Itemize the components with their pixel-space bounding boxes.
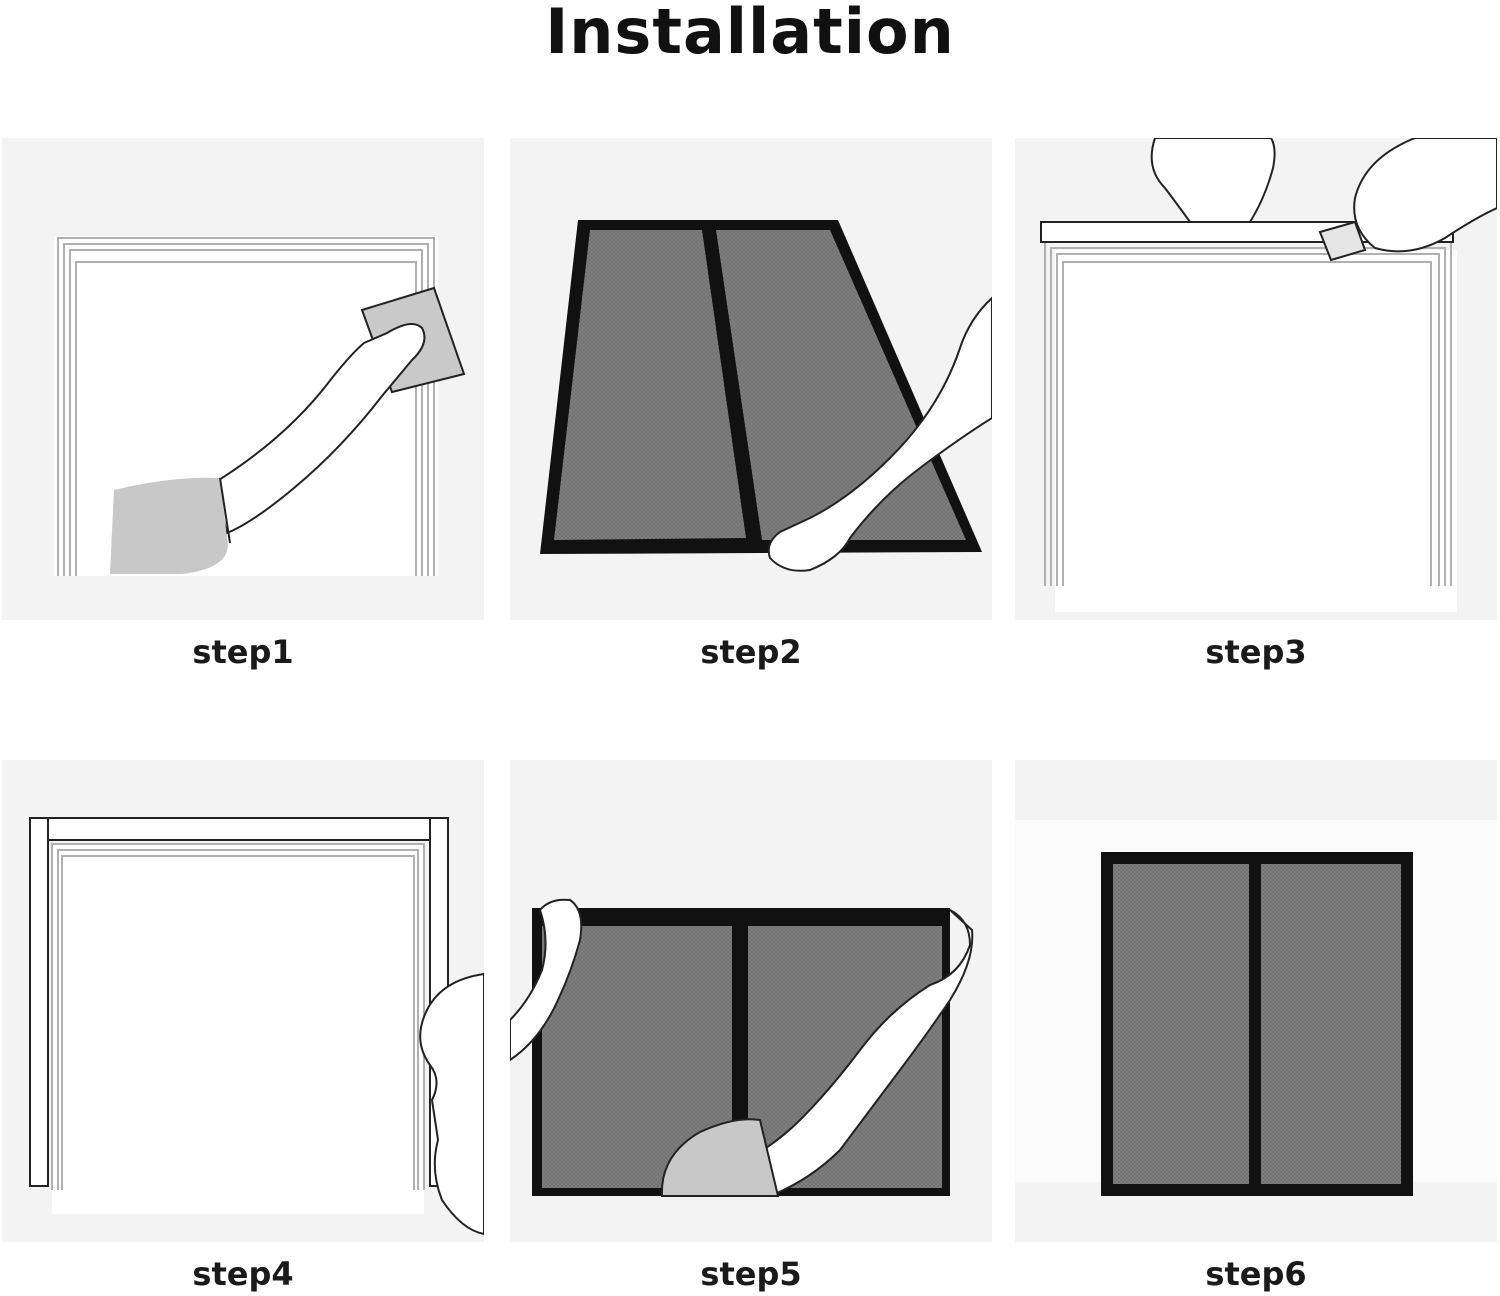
- step2-label: step2: [510, 630, 992, 674]
- step4-label: step4: [2, 1252, 484, 1296]
- step6-illustration: [1015, 760, 1497, 1242]
- step6-label: step6: [1015, 1252, 1497, 1296]
- step5-label: step5: [510, 1252, 992, 1296]
- step3-label: step3: [1015, 630, 1497, 674]
- step1-illustration: [2, 138, 484, 620]
- page-title: Installation: [0, 0, 1500, 64]
- step5-illustration: [510, 760, 992, 1242]
- step3-illustration: [1015, 138, 1497, 620]
- step2-illustration: [510, 138, 992, 620]
- step4-illustration: [2, 760, 484, 1242]
- step1-label: step1: [2, 630, 484, 674]
- mesh-screen-icon: [1101, 852, 1413, 1196]
